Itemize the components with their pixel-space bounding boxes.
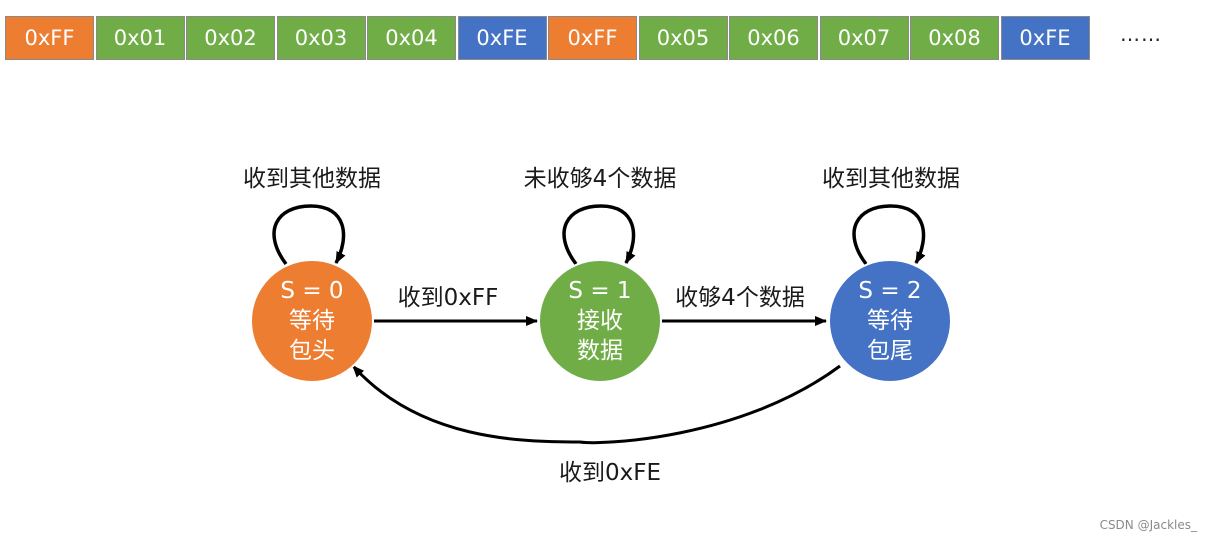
transition-arrow-s2-s0: [351, 364, 841, 445]
loop-label-s2: 收到其他数据: [822, 166, 960, 192]
state-s1-line1: S = 1: [568, 278, 632, 304]
packet-byte: 0x04: [367, 16, 456, 60]
packet-byte: 0xFE: [457, 16, 547, 60]
packet-byte: 0x05: [638, 16, 728, 60]
state-s1-line2: 接收: [577, 308, 623, 334]
packet-byte: 0x03: [276, 16, 366, 60]
transition-label-s2-s0: 收到0xFE: [558, 460, 662, 486]
self-loop-arrow-s2: [852, 204, 926, 266]
state-s0-line1: S = 0: [280, 278, 344, 304]
state-s1: S = 1 接收 数据: [538, 259, 662, 383]
packet-ellipsis: ……: [1120, 22, 1162, 46]
packet-byte: 0x06: [729, 16, 818, 60]
state-s0: S = 0 等待 包头: [250, 259, 374, 383]
watermark: CSDN @Jackles_: [1099, 518, 1197, 532]
transition-label-s1-s2: 收够4个数据: [675, 285, 805, 311]
state-s0-line2: 等待: [289, 308, 335, 334]
state-s2-line2: 等待: [867, 308, 913, 334]
packet-byte: 0x07: [819, 16, 909, 60]
state-s2-line1: S = 2: [858, 278, 922, 304]
packet-byte: 0x08: [910, 16, 999, 60]
packet-byte: 0x02: [186, 16, 275, 60]
self-loop-arrow-s0: [272, 204, 346, 266]
loop-label-s0: 收到其他数据: [243, 166, 381, 192]
state-s2: S = 2 等待 包尾: [828, 259, 952, 383]
packet-byte: 0xFF: [5, 16, 94, 60]
state-s0-line3: 包头: [289, 338, 335, 364]
state-s2-line3: 包尾: [867, 338, 913, 364]
transition-label-s0-s1: 收到0xFF: [397, 285, 499, 311]
loop-label-s1: 未收够4个数据: [523, 166, 677, 192]
packet-byte: 0xFE: [1000, 16, 1090, 60]
packet-byte-row: 0xFF 0x01 0x02 0x03 0x04 0xFE 0xFF 0x05 …: [5, 16, 1091, 60]
packet-byte: 0x01: [95, 16, 185, 60]
state-s1-line3: 数据: [577, 338, 623, 364]
self-loop-arrow-s1: [562, 204, 636, 266]
packet-byte: 0xFF: [548, 16, 637, 60]
